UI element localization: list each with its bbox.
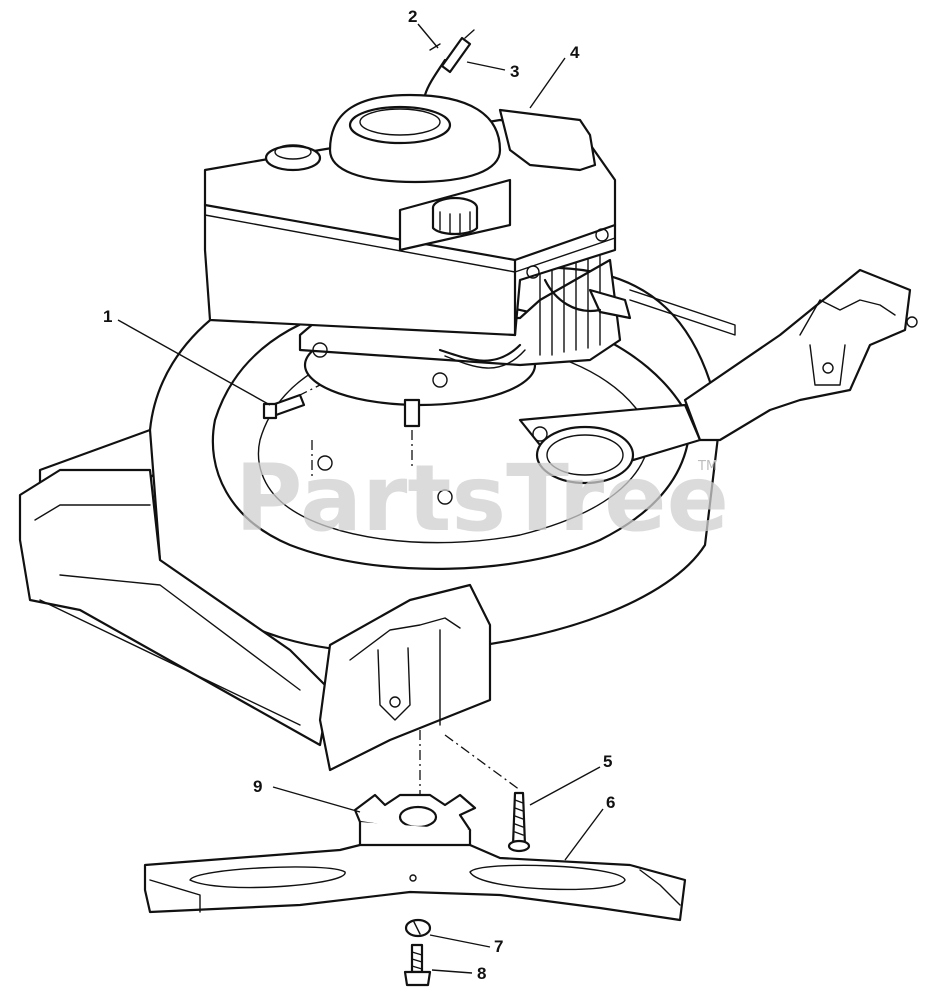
callout-9: 9	[253, 777, 262, 796]
watermark-text: PartsTree	[235, 445, 729, 552]
part-1-bolt	[262, 393, 306, 420]
callout-5: 5	[603, 752, 612, 771]
callout-8: 8	[477, 964, 486, 983]
mower-deck	[18, 266, 918, 860]
part-6-blade	[143, 843, 687, 922]
callout-1: 1	[103, 307, 112, 326]
engine-assembly	[203, 93, 632, 428]
part-8-bolt	[403, 943, 432, 987]
callout-2: 2	[408, 7, 417, 26]
throttle-cable	[423, 29, 475, 97]
callout-leaders	[117, 23, 604, 974]
callout-3: 3	[510, 62, 519, 81]
callout-6: 6	[606, 793, 615, 812]
callout-4: 4	[570, 43, 580, 62]
part-7-washer	[404, 918, 432, 938]
watermark-trademark: TM	[697, 459, 717, 474]
part-5-bolt	[507, 791, 531, 853]
callout-7: 7	[494, 937, 503, 956]
